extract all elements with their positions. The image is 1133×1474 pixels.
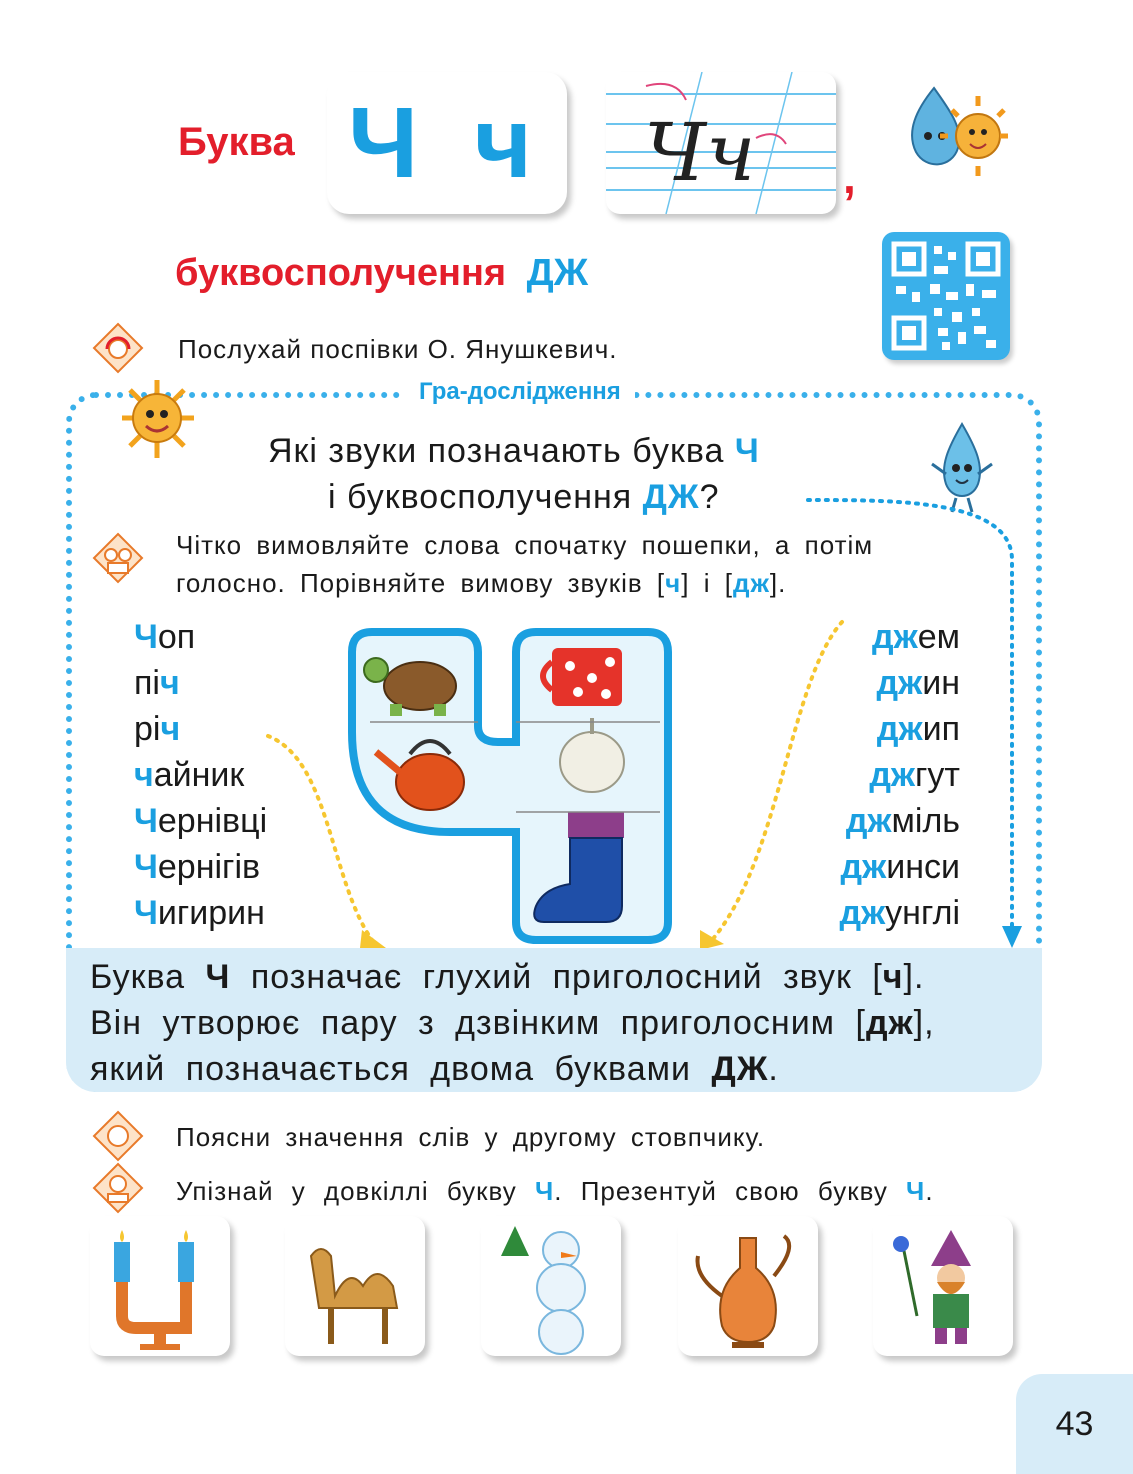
word-item: джміль: [845, 802, 960, 840]
right-word-column: джем джин джип джгут джміль джинси джунг…: [780, 614, 960, 936]
word-item: чайник: [134, 756, 245, 794]
kettle-icon: [373, 739, 465, 811]
word-item: Чернігів: [134, 848, 261, 886]
camel-icon: [309, 1248, 399, 1344]
listen-instruction: Послухай поспівки О. Янушкевич.: [178, 334, 618, 364]
question-text: Які звуки позначають буква: [268, 432, 735, 470]
pronounce-text-2: ] і [: [681, 568, 733, 598]
word-item: джин: [876, 664, 960, 702]
turtle-icon: [363, 657, 457, 716]
listen-headphones-icon: [92, 322, 144, 374]
script-letter-card: Чч: [606, 72, 836, 214]
cup-icon: [540, 648, 622, 706]
sound-ch: ч: [665, 568, 682, 598]
word-item: Чигирин: [134, 894, 265, 932]
pronounce-text-3: ].: [769, 568, 787, 598]
candlestick-icon: [114, 1230, 194, 1350]
title-comma: ,: [843, 151, 856, 203]
summary-line-2: Він утворює пару з дзвінким приголосним …: [90, 1004, 935, 1042]
thinking-child-icon: [92, 1110, 144, 1162]
snowman-icon: [501, 1226, 586, 1355]
summary-line-3: який позначається двома буквами ДЖ.: [90, 1050, 779, 1088]
boot-icon: [533, 812, 624, 923]
find-letter-task: Упізнай у довкіллі букву Ч. Презентуй св…: [176, 1176, 934, 1206]
presenting-child-icon: [92, 1162, 144, 1214]
camel-card: [285, 1216, 425, 1356]
script-letters: Чч: [644, 106, 756, 199]
sound-dzh: дж: [732, 568, 770, 598]
jug-card: [678, 1216, 818, 1356]
garlic-icon: [559, 718, 625, 793]
letter-ch-puzzle: [348, 628, 672, 944]
print-letters: Ч ч: [347, 86, 547, 199]
handwriting-lines: [606, 72, 836, 214]
subtitle-letters: ДЖ: [526, 252, 589, 294]
print-letter-card: Ч ч: [327, 72, 567, 214]
question-line-2: і буквосполучення ДЖ?: [328, 478, 720, 517]
snowman-card: [481, 1216, 621, 1356]
word-item: річ: [134, 710, 181, 748]
jug-icon: [695, 1234, 792, 1348]
word-item: джем: [872, 618, 960, 656]
question-text-2: і буквосполучення: [328, 478, 643, 516]
candlestick-card: [90, 1216, 230, 1356]
mascots-drop-and-sun: [911, 86, 1008, 176]
question-letters-dzh: ДЖ: [642, 478, 700, 516]
word-item: джунглі: [839, 894, 960, 932]
word-item: Чернівці: [134, 802, 268, 840]
explain-task: Поясни значення слів у другому стовпчику…: [176, 1122, 766, 1152]
qr-code[interactable]: [882, 232, 1010, 360]
subtitle: буквосполучення ДЖ: [175, 252, 588, 295]
left-word-column: Чоп піч річ чайник Чернівці Чернігів Чиг…: [134, 614, 267, 936]
summary-line-1: Буква Ч позначає глухий приголосний звук…: [90, 958, 925, 996]
water-drop-character-icon: [931, 422, 993, 513]
game-research-label: Гра-дослідження: [405, 378, 635, 406]
subtitle-main: буквосполучення: [175, 252, 507, 294]
qr-code-pattern-icon: [891, 241, 1001, 351]
reading-children-icon: [92, 532, 144, 584]
question-mark: ?: [699, 478, 720, 516]
word-item: джинси: [840, 848, 960, 886]
sun-character-icon: [122, 380, 194, 458]
page-number: 43: [1016, 1374, 1133, 1474]
rule-summary-panel: [66, 948, 1042, 1092]
word-item: піч: [134, 664, 180, 702]
gnome-icon: [893, 1230, 971, 1344]
word-item: джгут: [869, 756, 960, 794]
pronounce-instruction-line-2: голосно. Порівняйте вимову звуків [ч] і …: [176, 568, 786, 599]
title-word: Буква: [178, 120, 295, 164]
pronounce-instruction-line-1: Чітко вимовляйте слова спочатку пошепки,…: [176, 530, 874, 560]
word-item: Чоп: [134, 618, 196, 656]
pronounce-text: голосно. Порівняйте вимову звуків [: [176, 568, 666, 598]
word-item: джип: [876, 710, 960, 748]
gnome-card: [873, 1216, 1013, 1356]
question-line-1: Які звуки позначають буква Ч: [268, 432, 760, 471]
question-letter-ch: Ч: [734, 432, 760, 470]
